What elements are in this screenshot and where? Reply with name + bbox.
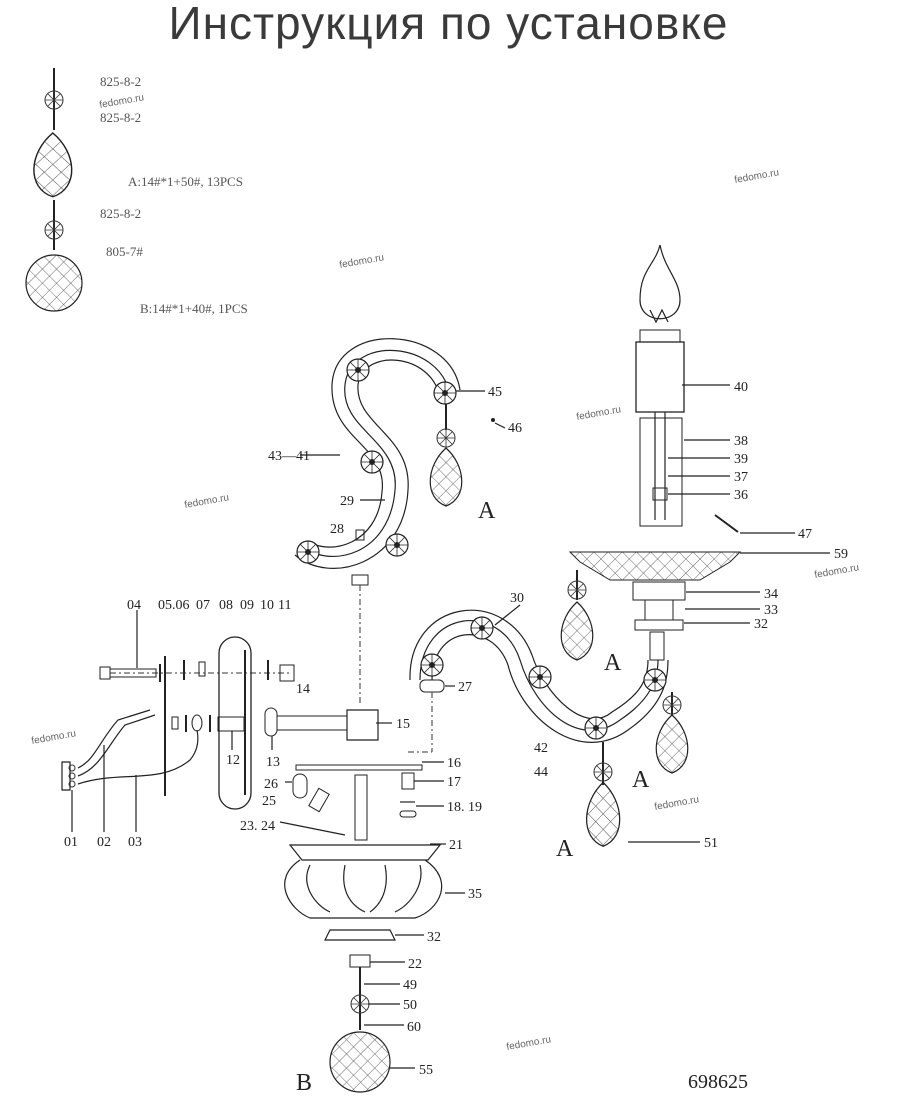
watermark: fedomo.ru [339, 252, 385, 271]
part-label-09: 09 [240, 598, 254, 613]
legend-a-spec: A:14#*1+50#, 13PCS [128, 174, 243, 189]
legend-crystal-b-icon [25, 200, 83, 312]
part-label-13: 13 [266, 755, 280, 770]
watermark: fedomo.ru [654, 794, 700, 813]
watermark: fedomo.ru [184, 492, 230, 511]
part-label-08: 08 [219, 598, 233, 613]
legend-b-spec: B:14#*1+40#, 1PCS [140, 301, 248, 316]
part-label-29: 29 [340, 494, 354, 509]
part-label-01: 01 [64, 835, 78, 850]
part-label-38: 38 [734, 434, 748, 449]
part-label-28: 28 [330, 522, 344, 537]
part-label-59: 59 [834, 547, 848, 562]
model-number: 698625 [688, 1071, 748, 1093]
part-label-30: 30 [510, 591, 524, 606]
candle-bulb [568, 244, 742, 631]
upper-s-arm [294, 338, 495, 586]
part-label-03: 03 [128, 835, 142, 850]
part-label-44: 44 [534, 765, 548, 780]
part-label-11: 11 [278, 598, 291, 613]
lower-s-arm [409, 609, 669, 743]
part-label-51: 51 [704, 836, 718, 851]
part-label-35: 35 [468, 887, 482, 902]
legend-crystal-a-icon [33, 68, 73, 198]
crystal-marker-a: A [604, 650, 622, 676]
watermark: fedomo.ru [576, 404, 622, 423]
legend-a-code-2: 825-8-2 [100, 110, 141, 125]
part-label-17: 17 [447, 775, 461, 790]
part-label-45: 45 [488, 385, 502, 400]
part-label-27: 27 [458, 680, 472, 695]
crystal-marker-a: A [478, 498, 496, 524]
part-label-21: 21 [449, 838, 463, 853]
part-label-40: 40 [734, 380, 748, 395]
part-label-34: 34 [764, 587, 778, 602]
part-label-36: 36 [734, 488, 748, 503]
part-label-46: 46 [508, 421, 522, 436]
watermark: fedomo.ru [814, 562, 860, 581]
part-label-18-19: 18. 19 [447, 800, 482, 815]
crystal-marker-a: A [632, 767, 650, 793]
part-label-15: 15 [396, 717, 410, 732]
part-label-32: 32 [754, 617, 768, 632]
watermark: fedomo.ru [506, 1034, 552, 1053]
wall-mount [61, 636, 423, 841]
part-label-47: 47 [798, 527, 812, 542]
crystal-marker-b: B [296, 1070, 312, 1096]
part-label-22: 22 [408, 957, 422, 972]
part-label-25: 25 [262, 794, 276, 809]
part-label-16: 16 [447, 756, 461, 771]
page-title: Инструкция по установке [168, 0, 729, 49]
part-label-07: 07 [196, 598, 210, 613]
part-label-05-06: 05.06 [158, 598, 190, 613]
watermark: fedomo.ru [734, 167, 780, 186]
part-label-60: 60 [407, 1020, 421, 1035]
crystal-marker-a: A [556, 836, 574, 862]
part-label-43-41: 43—41 [268, 449, 310, 464]
part-label-39: 39 [734, 452, 748, 467]
part-label-12: 12 [226, 753, 240, 768]
part-label-04: 04 [127, 598, 141, 613]
part-label-37: 37 [734, 470, 748, 485]
part-label-50: 50 [403, 998, 417, 1013]
part-label-33: 33 [764, 603, 778, 618]
part-label-14: 14 [296, 682, 310, 697]
leader-lines [71, 384, 830, 1069]
part-label-49: 49 [403, 978, 417, 993]
watermark: fedomo.ru [99, 92, 145, 111]
bottom-cup [284, 844, 443, 1093]
part-label-32: 32 [427, 930, 441, 945]
legend-b-code-2: 805-7# [106, 244, 143, 259]
part-label-23-24: 23. 24 [240, 819, 275, 834]
part-label-02: 02 [97, 835, 111, 850]
part-label-55: 55 [419, 1063, 433, 1078]
part-label-42: 42 [534, 741, 548, 756]
legend-a-code-1: 825-8-2 [100, 74, 141, 89]
watermark: fedomo.ru [31, 728, 77, 747]
part-label-10: 10 [260, 598, 274, 613]
legend-b-code-1: 825-8-2 [100, 206, 141, 221]
part-label-26: 26 [264, 777, 278, 792]
